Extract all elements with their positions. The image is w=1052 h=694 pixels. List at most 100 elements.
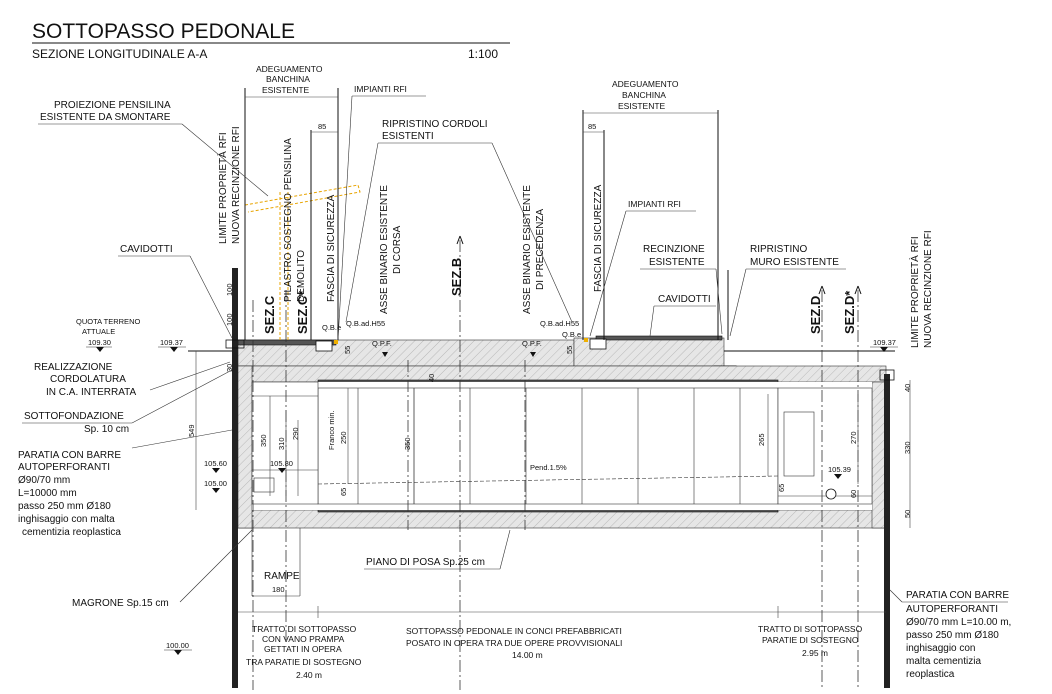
svg-text:inghisaggio con: inghisaggio con xyxy=(906,643,976,654)
annotation-proiezione: PROIEZIONE PENSILINA ESISTENTE DA SMONTA… xyxy=(38,100,269,197)
dim-350-ramp: 350 xyxy=(259,434,268,447)
svg-text:RECINZIONE: RECINZIONE xyxy=(643,244,705,255)
svg-text:AUTOPERFORANTI: AUTOPERFORANTI xyxy=(18,462,110,473)
annotation-rampe: RAMPE 180 xyxy=(264,571,300,594)
svg-text:ESISTENTI: ESISTENTI xyxy=(382,131,434,142)
section-d-star-label: SEZ.D* xyxy=(842,290,857,334)
svg-text:105.60: 105.60 xyxy=(204,459,227,468)
drawing-subtitle: SEZIONE LONGITUDINALE A-A xyxy=(32,47,207,61)
svg-text:REALIZZAZIONE: REALIZZAZIONE xyxy=(34,362,113,373)
svg-text:BANCHINA: BANCHINA xyxy=(622,90,666,100)
svg-text:CAVIDOTTI: CAVIDOTTI xyxy=(120,244,173,255)
dim-85-right: 85 xyxy=(588,122,596,131)
dim-549: 549 xyxy=(187,424,196,437)
dim-100-top: 100 xyxy=(225,283,234,296)
svg-text:Ø90/70 mm L=10.00 m,: Ø90/70 mm L=10.00 m, xyxy=(906,617,1011,628)
svg-text:POSATO IN OPERA TRA DUE OPERE: POSATO IN OPERA TRA DUE OPERE PROVVISION… xyxy=(406,638,622,648)
svg-text:PARATIA CON BARRE: PARATIA CON BARRE xyxy=(18,450,121,461)
dim-100-bottom: 100 xyxy=(225,313,234,326)
section-d-label: SEZ.D xyxy=(808,296,823,334)
annotation-ripristino-muro: RIPRISTINO MURO ESISTENTE xyxy=(729,244,846,337)
svg-text:2.40 m: 2.40 m xyxy=(296,670,322,680)
right-platform-slab xyxy=(573,337,725,367)
section-c-label: SEZ.C xyxy=(262,295,277,334)
svg-text:180: 180 xyxy=(272,585,285,594)
svg-text:TRATTO DI SOTTOPASSO: TRATTO DI SOTTOPASSO xyxy=(252,624,357,634)
svg-text:Ø90/70 mm: Ø90/70 mm xyxy=(18,475,70,486)
dim-65: 65 xyxy=(339,488,348,496)
svg-text:malta cementizia: malta cementizia xyxy=(906,656,981,667)
svg-text:14.00 m: 14.00 m xyxy=(512,650,543,660)
annotation-tratto-mid: SOTTOPASSO PEDONALE IN CONCI PREFABBRICA… xyxy=(406,626,622,660)
svg-text:Q.B.e: Q.B.e xyxy=(562,330,581,339)
svg-text:RAMPE: RAMPE xyxy=(264,571,300,582)
svg-text:CORDOLATURA: CORDOLATURA xyxy=(50,374,126,385)
slope-label: Pend.1.5% xyxy=(530,463,567,472)
svg-text:cementizia reoplastica: cementizia reoplastica xyxy=(22,527,121,538)
annotation-piano-posa: PIANO DI POSA Sp.25 cm xyxy=(364,529,511,570)
svg-text:reoplastica: reoplastica xyxy=(906,669,955,680)
dim-40-right: 40 xyxy=(903,384,912,392)
franco-label: Franco min. xyxy=(327,410,336,450)
svg-text:MURO ESISTENTE: MURO ESISTENTE xyxy=(750,257,839,268)
svg-text:ESISTENTE DA SMONTARE: ESISTENTE DA SMONTARE xyxy=(40,112,171,123)
dim-290: 290 xyxy=(291,427,300,440)
running-track-axis-1: ASSE BINARIO ESISTENTE xyxy=(379,185,390,314)
dim-350-mid: 350 xyxy=(403,437,412,450)
dim-30: 30 xyxy=(225,364,234,372)
svg-text:TRA PARATIE DI SOSTEGNO: TRA PARATIE DI SOSTEGNO xyxy=(246,657,362,667)
dim-55-left: 55 xyxy=(343,346,352,354)
annotation-adeguamento-right: ADEGUAMENTO BANCHINA ESISTENTE xyxy=(612,79,679,111)
svg-text:Q.B.ad.H55: Q.B.ad.H55 xyxy=(346,319,385,328)
svg-text:109.30: 109.30 xyxy=(88,338,111,347)
passing-track-axis-2: DI PRECEDENZA xyxy=(535,209,546,290)
property-limit-left-1: LIMITE PROPRIETÀ RFI xyxy=(216,132,229,244)
annotation-tratto-left: TRATTO DI SOTTOPASSO CON VANO PRAMPA GET… xyxy=(246,624,362,680)
elevation-markers: 109.30 109.37 109.37 105.60 105.00 105.8… xyxy=(86,338,898,655)
annotation-tratto-right: TRATTO DI SOTTOPASSO PARATIE DI SOSTEGNO… xyxy=(758,624,863,658)
property-limit-right-1: LIMITE PROPRIETÀ RFI xyxy=(908,236,921,348)
annotation-cavidotti-right: CAVIDOTTI xyxy=(649,294,716,337)
svg-text:100.00: 100.00 xyxy=(166,641,189,650)
annotation-realizzazione: REALIZZAZIONE CORDOLATURA IN C.A. INTERR… xyxy=(34,361,231,398)
annotation-recinzione: RECINZIONE ESISTENTE xyxy=(640,244,723,335)
property-limit-left-2: NUOVA RECINZIONE RFI xyxy=(231,126,242,244)
tunnel-top-slab xyxy=(237,365,887,383)
annotation-ripristino-cordoli: RIPRISTINO CORDOLI ESISTENTI xyxy=(345,119,573,323)
svg-text:ATTUALE: ATTUALE xyxy=(82,327,115,336)
dim-270: 270 xyxy=(849,431,858,444)
svg-text:109.37: 109.37 xyxy=(160,338,183,347)
section-b-label: SEZ.B xyxy=(449,258,464,296)
svg-text:GETTATI IN OPERA: GETTATI IN OPERA xyxy=(264,644,342,654)
svg-text:Q.B.ad.H55: Q.B.ad.H55 xyxy=(540,319,579,328)
dim-60: 60 xyxy=(849,490,858,498)
drawing-scale: 1:100 xyxy=(468,47,498,61)
svg-text:PARATIA CON BARRE: PARATIA CON BARRE xyxy=(906,590,1009,601)
tunnel-left-wall xyxy=(237,365,253,529)
svg-text:passo 250 mm Ø180: passo 250 mm Ø180 xyxy=(18,501,111,512)
svg-text:109.37: 109.37 xyxy=(873,338,896,347)
svg-text:IN C.A. INTERRATA: IN C.A. INTERRATA xyxy=(46,387,137,398)
svg-text:AUTOPERFORANTI: AUTOPERFORANTI xyxy=(906,604,998,615)
safety-band-left: FASCIA DI SICUREZZA xyxy=(326,194,337,302)
svg-text:ADEGUAMENTO: ADEGUAMENTO xyxy=(612,79,679,89)
annotation-adeguamento-left: ADEGUAMENTO BANCHINA ESISTENTE xyxy=(256,64,323,95)
annotation-cavidotti-left: CAVIDOTTI xyxy=(118,244,233,339)
rfi-systems-right: IMPIANTI RFI xyxy=(628,199,681,209)
svg-text:Q.P.F.: Q.P.F. xyxy=(372,339,392,348)
annotation-paratia-left: PARATIA CON BARRE AUTOPERFORANTI Ø90/70 … xyxy=(18,429,233,538)
tunnel-right-wall xyxy=(871,381,887,529)
annotation-quota-terreno: QUOTA TERRENO ATTUALE xyxy=(76,317,140,336)
pensilina-projection xyxy=(244,184,361,213)
right-sheet-pile xyxy=(884,374,890,688)
annotation-sottofondazione: SOTTOFONDAZIONE Sp. 10 cm xyxy=(22,369,233,435)
dim-65-right: 65 xyxy=(777,484,786,492)
dim-265: 265 xyxy=(757,433,766,446)
svg-text:Sp. 10 cm: Sp. 10 cm xyxy=(84,424,129,435)
pillar-label-1: PILASTRO SOSTEGNO PENSILINA xyxy=(283,138,294,302)
svg-text:TRATTO DI SOTTOPASSO: TRATTO DI SOTTOPASSO xyxy=(758,624,863,634)
dim-50: 50 xyxy=(903,510,912,518)
svg-text:RIPRISTINO CORDOLI: RIPRISTINO CORDOLI xyxy=(382,119,488,130)
running-track-axis-2: DI CORSA xyxy=(392,225,403,274)
